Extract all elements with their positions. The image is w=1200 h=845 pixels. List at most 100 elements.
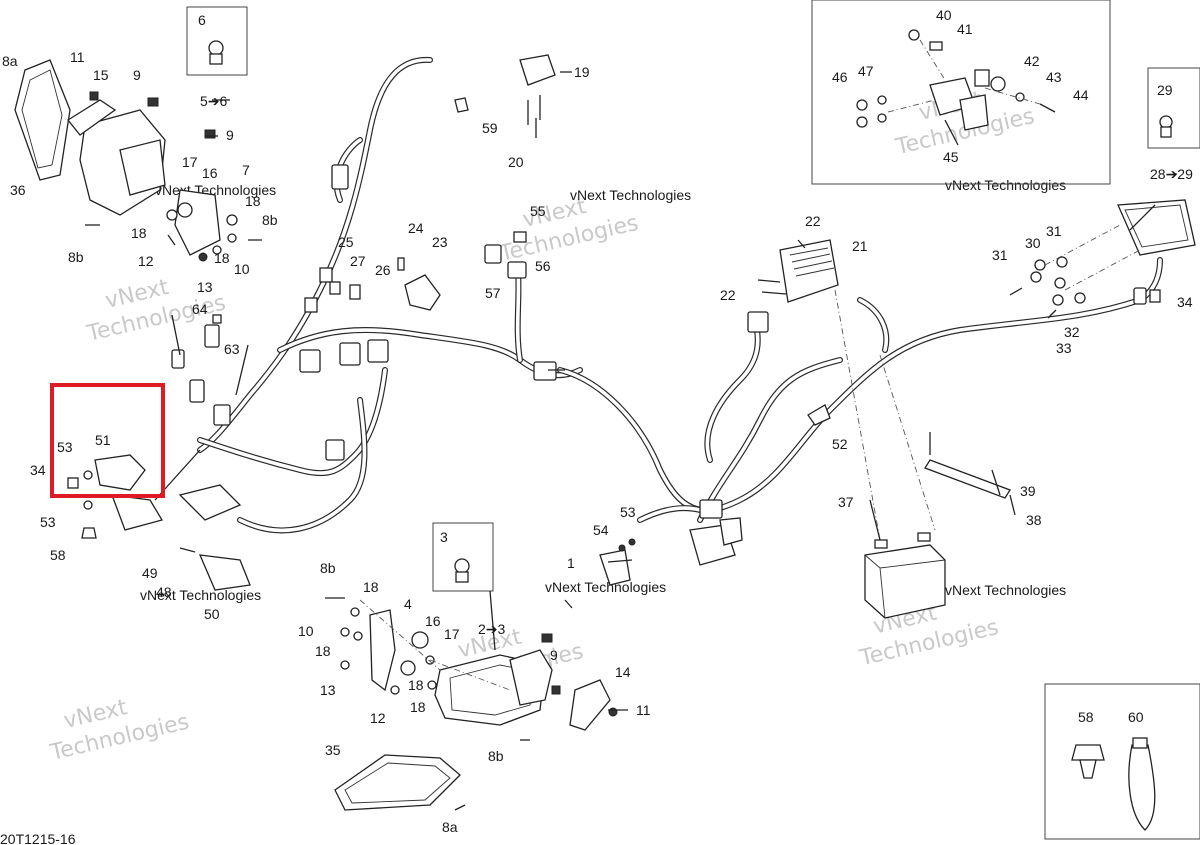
callout-14[interactable]: 14: [615, 664, 631, 680]
callout-53[interactable]: 53: [57, 439, 73, 455]
callout-56[interactable]: 56: [535, 258, 551, 274]
callout-10[interactable]: 10: [234, 261, 250, 277]
callout-9[interactable]: 9: [550, 647, 558, 663]
callout-12[interactable]: 12: [138, 253, 154, 269]
callout-9[interactable]: 9: [226, 127, 234, 143]
callout-2-3[interactable]: 2➔3: [478, 621, 506, 637]
callout-3[interactable]: 3: [440, 529, 448, 545]
callout-8b[interactable]: 8b: [320, 560, 336, 576]
callout-35[interactable]: 35: [325, 742, 341, 758]
callout-5-6[interactable]: 5➔6: [200, 93, 228, 109]
callout-57[interactable]: 57: [485, 285, 501, 301]
callout-30[interactable]: 30: [1025, 235, 1041, 251]
callout-18[interactable]: 18: [245, 193, 261, 209]
callout-50[interactable]: 50: [204, 606, 220, 622]
connector: [533, 361, 557, 381]
bulb-inset-box-29: [1147, 67, 1200, 149]
callout-8a[interactable]: 8a: [442, 819, 458, 835]
callout-8b[interactable]: 8b: [68, 249, 84, 265]
callout-18[interactable]: 18: [363, 579, 379, 595]
callout-10[interactable]: 10: [298, 623, 314, 639]
callout-1[interactable]: 1: [567, 555, 575, 571]
callout-16[interactable]: 16: [425, 613, 441, 629]
callout-7[interactable]: 7: [242, 162, 250, 178]
callout-48[interactable]: 48: [156, 584, 172, 600]
callout-11[interactable]: 11: [70, 49, 85, 65]
callout-34[interactable]: 34: [30, 462, 46, 478]
callout-47[interactable]: 47: [858, 63, 874, 79]
callout-11[interactable]: 11: [636, 702, 651, 718]
callout-51[interactable]: 51: [95, 432, 111, 448]
bracket-4: [369, 609, 396, 692]
callout-6[interactable]: 6: [198, 12, 206, 28]
callout-16[interactable]: 16: [202, 165, 218, 181]
callout-53[interactable]: 53: [620, 504, 636, 520]
callout-40[interactable]: 40: [936, 7, 952, 23]
callout-58[interactable]: 58: [50, 547, 66, 563]
connector: [1133, 287, 1147, 305]
callout-38[interactable]: 38: [1026, 512, 1042, 528]
callout-22[interactable]: 22: [720, 287, 736, 303]
callout-46[interactable]: 46: [832, 69, 848, 85]
callout-23[interactable]: 23: [432, 234, 448, 250]
part-24: [397, 257, 405, 271]
callout-18[interactable]: 18: [131, 225, 147, 241]
grommet-16: [400, 660, 416, 676]
callout-20[interactable]: 20: [508, 154, 524, 170]
callout-labels: 6 5➔6 8a 11 15 9 9 17 16 7 36 18 8b 18 8…: [0, 7, 1193, 845]
callout-63[interactable]: 63: [224, 341, 240, 357]
callout-25[interactable]: 25: [338, 234, 354, 250]
callout-59[interactable]: 59: [482, 120, 498, 136]
callout-34[interactable]: 34: [1177, 294, 1193, 310]
part-64: [212, 314, 222, 324]
callout-9[interactable]: 9: [133, 67, 141, 83]
highlight-selection-box[interactable]: [50, 383, 165, 498]
callout-18[interactable]: 18: [410, 699, 426, 715]
callout-36[interactable]: 36: [10, 182, 26, 198]
callout-17[interactable]: 17: [444, 626, 460, 642]
callout-52[interactable]: 52: [832, 436, 848, 452]
callout-28-29[interactable]: 28➔29: [1150, 166, 1193, 182]
callout-8a[interactable]: 8a: [2, 53, 18, 69]
callout-64[interactable]: 64: [192, 301, 208, 317]
callout-13[interactable]: 13: [320, 682, 336, 698]
callout-53[interactable]: 53: [40, 514, 56, 530]
callout-33[interactable]: 33: [1056, 340, 1072, 356]
callout-42[interactable]: 42: [1024, 53, 1040, 69]
callout-55[interactable]: 55: [530, 203, 546, 219]
callout-31[interactable]: 31: [1046, 223, 1062, 239]
callout-12[interactable]: 12: [370, 710, 386, 726]
callout-21[interactable]: 21: [852, 238, 868, 254]
callout-45[interactable]: 45: [943, 149, 959, 165]
callout-39[interactable]: 39: [1020, 483, 1036, 499]
callout-49[interactable]: 49: [142, 565, 158, 581]
bulb-6: [208, 40, 224, 65]
fasteners-inset: [1071, 737, 1156, 831]
callout-18[interactable]: 18: [214, 250, 230, 266]
callout-44[interactable]: 44: [1073, 87, 1089, 103]
callout-4[interactable]: 4: [404, 596, 412, 612]
callout-32[interactable]: 32: [1064, 324, 1080, 340]
callout-18[interactable]: 18: [315, 643, 331, 659]
callout-60[interactable]: 60: [1128, 709, 1144, 725]
callout-15[interactable]: 15: [93, 67, 109, 83]
callout-29[interactable]: 29: [1157, 82, 1173, 98]
callout-8b[interactable]: 8b: [262, 212, 278, 228]
callout-54[interactable]: 54: [593, 522, 609, 538]
callout-41[interactable]: 41: [957, 21, 973, 37]
callout-26[interactable]: 26: [375, 262, 391, 278]
callout-43[interactable]: 43: [1046, 69, 1062, 85]
callout-18[interactable]: 18: [408, 677, 424, 693]
callout-22[interactable]: 22: [805, 213, 821, 229]
clip-9: [204, 129, 216, 139]
callout-37[interactable]: 37: [838, 494, 854, 510]
callout-58[interactable]: 58: [1078, 709, 1094, 725]
callout-17[interactable]: 17: [182, 154, 198, 170]
battery-strap-38: [924, 459, 1011, 499]
callout-27[interactable]: 27: [350, 253, 366, 269]
callout-13[interactable]: 13: [197, 279, 213, 295]
callout-31[interactable]: 31: [992, 247, 1008, 263]
callout-19[interactable]: 19: [574, 64, 590, 80]
callout-24[interactable]: 24: [408, 220, 424, 236]
callout-8b[interactable]: 8b: [488, 748, 504, 764]
